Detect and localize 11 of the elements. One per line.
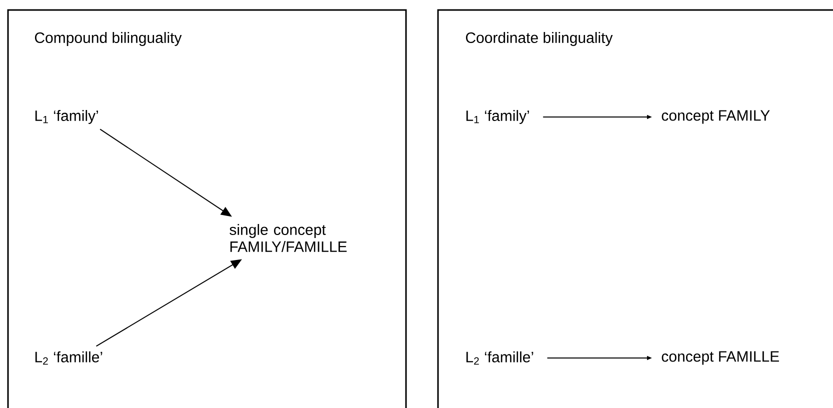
term-label: L$_{1}$ ‘family’ [466,110,529,124]
term-label: concept FAMILY [662,110,770,124]
term-label: L$_{1}$ ‘family’ [35,110,98,124]
panel-heading: Compound bilinguality [34,32,182,46]
term-label: L$_{2}$ ‘famille’ [35,351,102,365]
panel-frame [437,9,833,408]
panel-frame [7,9,407,408]
panel-heading: Coordinate bilinguality [466,32,613,46]
term-label: concept FAMILLE [662,351,779,365]
term-label: L$_{2}$ ‘famille’ [466,351,534,365]
term-label: single concept FAMILY/FAMILLE [230,224,347,252]
